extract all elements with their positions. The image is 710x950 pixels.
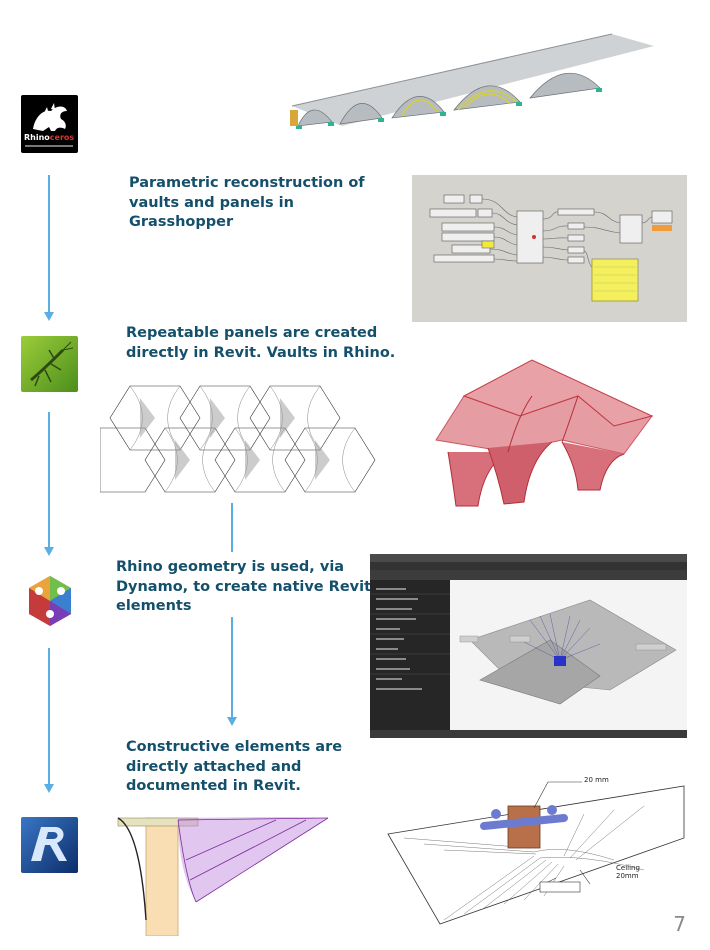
grasshopper-icon xyxy=(21,336,78,392)
rhino-accent: ceros xyxy=(50,133,74,142)
step-3-caption: Rhino geometry is used, via Dynamo, to c… xyxy=(116,558,376,617)
step-4-caption: Constructive elements are directly attac… xyxy=(126,738,386,797)
grasshopper-canvas-screenshot xyxy=(412,175,687,322)
step-1-caption: Parametric reconstruction of vaults and … xyxy=(129,174,389,233)
revit-logo xyxy=(21,817,78,873)
revit-detail-drawing xyxy=(384,774,696,926)
dynamo-icon xyxy=(27,574,73,628)
panel-tiling-drawing xyxy=(100,378,378,496)
dynamo-library-panel xyxy=(370,580,450,730)
rhino-logo: Rhinoceros xyxy=(21,95,78,153)
dynamo-menubar xyxy=(370,562,687,570)
revit-section-drawing xyxy=(116,810,331,936)
dynamo-viewport xyxy=(450,580,687,730)
rhino-tagline-bar xyxy=(25,145,73,147)
dynamo-statusbar xyxy=(370,730,687,738)
ceiling-label-line2: 20mm xyxy=(616,872,639,880)
dimension-label: 20 mm xyxy=(584,776,609,784)
step-2-caption: Repeatable panels are created directly i… xyxy=(126,324,426,363)
vault-module-render xyxy=(428,356,660,522)
vault-series-render xyxy=(282,26,662,136)
ceiling-label-line1: Ceiling xyxy=(616,864,640,872)
page-number: 7 xyxy=(673,912,686,936)
dynamo-logo xyxy=(27,574,73,628)
dynamo-window-screenshot xyxy=(370,554,687,738)
revit-icon xyxy=(21,817,78,873)
dynamo-titlebar xyxy=(370,554,687,562)
rhino-word: Rhino xyxy=(24,133,50,142)
grasshopper-logo xyxy=(21,336,78,392)
dynamo-toolbar xyxy=(370,570,687,580)
